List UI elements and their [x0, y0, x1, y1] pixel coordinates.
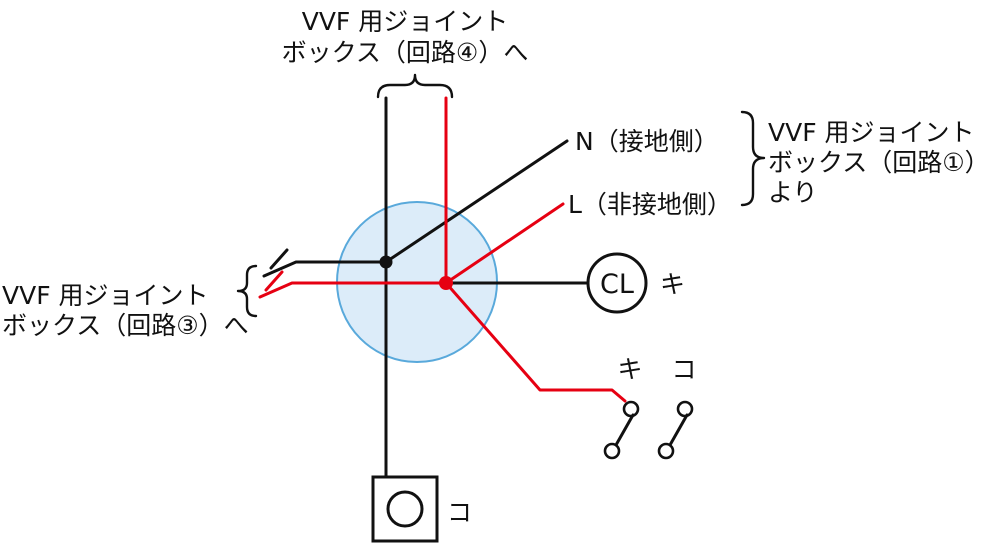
switch-ko-top-contact [676, 400, 694, 418]
switch-ki-lever [614, 413, 635, 447]
live-junction-dot [439, 276, 453, 290]
wire-neutral-from-source [384, 139, 569, 264]
wire-live-cut-tick [264, 270, 284, 292]
outlet: コ [371, 475, 472, 543]
wire-neutral-to-left-circuit [262, 260, 388, 278]
ceiling-light: CL キ [586, 252, 685, 314]
right-brace [740, 110, 766, 207]
neutral-wires [262, 96, 590, 479]
wire-neutral-cut-tick [269, 248, 289, 270]
ceiling-light-tag: キ [660, 270, 685, 299]
outlet-tag: コ [447, 498, 472, 527]
switch-ki: キ [603, 355, 643, 460]
label-left-destination-line2: ボックス（回路③）へ [2, 311, 249, 340]
live-wires [258, 96, 627, 403]
label-right-source-line3: より [768, 178, 818, 207]
label-right-source-line1: VVF 用ジョイント [768, 118, 975, 147]
switch-ki-tag: キ [617, 355, 642, 384]
ceiling-light-text: CL [600, 269, 634, 300]
outlet-circle [386, 490, 424, 528]
label-right-source-line2: ボックス（回路①） [768, 148, 990, 177]
wire-live-from-source [444, 202, 565, 285]
label-top-destination-line2: ボックス（回路④）へ [282, 38, 529, 67]
switch-ko-bottom-contact [657, 442, 675, 460]
switch-ko-lever [668, 413, 689, 447]
label-top-destination-line1: VVF 用ジョイント [302, 7, 509, 36]
switch-ko-tag: コ [671, 355, 696, 384]
switch-ki-bottom-contact [603, 442, 621, 460]
wire-live-to-left-circuit [258, 281, 448, 299]
label-source-neutral: N（接地側） [575, 127, 719, 156]
wire-live-to-switches [444, 281, 627, 403]
label-source-live: L（非接地側） [568, 190, 732, 219]
switch-ko: コ [657, 355, 697, 460]
labels: VVF 用ジョイント ボックス（回路④）へ N（接地側） L（非接地側） VVF… [2, 7, 990, 340]
top-brace [376, 73, 454, 99]
switch-ki-top-contact [622, 400, 640, 418]
neutral-junction-dot [379, 255, 393, 269]
ceiling-light-symbol [586, 252, 648, 314]
label-left-destination-line1: VVF 用ジョイント [2, 281, 209, 310]
left-brace [236, 264, 258, 318]
